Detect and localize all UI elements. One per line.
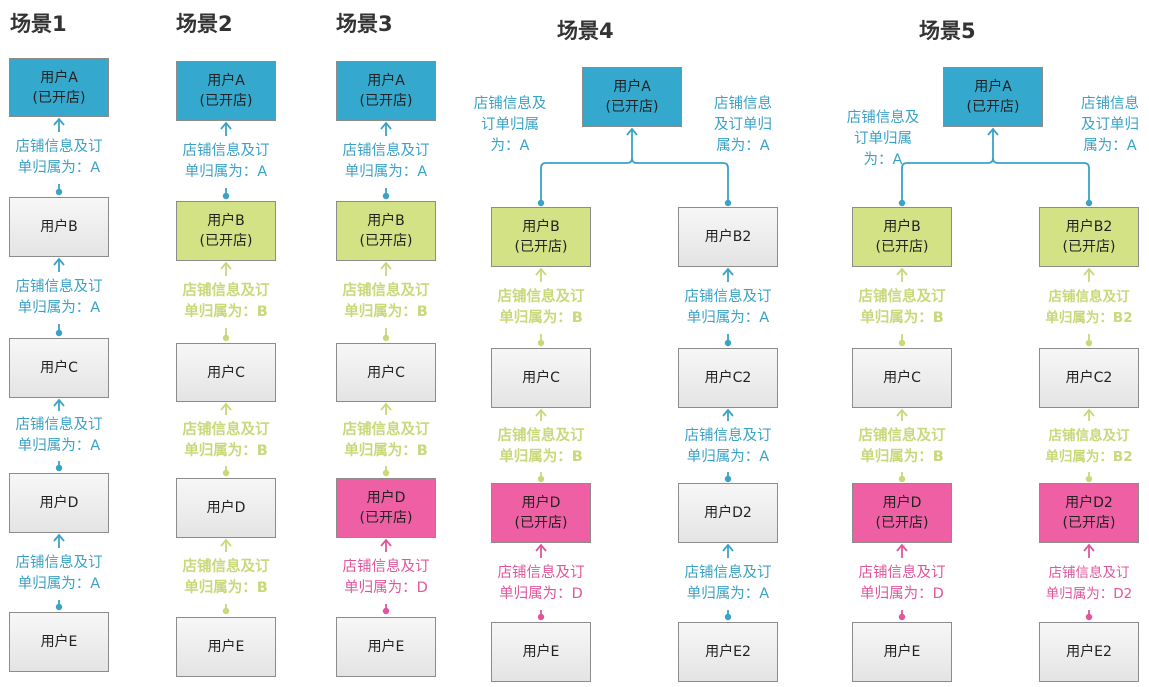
edge-label-s3-4: 店铺信息及订单归属为：D [342,559,430,596]
node-s3-user-c: 用户C [336,343,436,402]
node-s5-user-e: 用户E [852,622,952,682]
node-s5-user-c: 用户C [852,348,952,408]
edge-s4-left-4-dot [537,613,545,621]
node-s1-user-a: 用户A(已开店) [9,58,109,117]
edge-s2-1-dot [222,192,230,200]
node-s2-user-c: 用户C [176,343,276,402]
edge-label-s4-left-2: 店铺信息及订单归属为：B [497,289,585,326]
edge-s3-2-dot [382,334,390,342]
edge-label-s4-right-2: 店铺信息及订单归属为：A [684,289,772,326]
edge-label-s1-4: 店铺信息及订单归属为：A [15,555,103,592]
edge-s5-right-4-dot [1085,613,1093,621]
edge-s1-4-dot [55,603,63,611]
edge-s2-2-dot [222,334,230,342]
edge-s2-3-dot [222,469,230,477]
edge-label-s5-left-2: 店铺信息及订单归属为：B [858,289,946,326]
edge-s3-1-dot [382,192,390,200]
edge-label-s3-3: 店铺信息及订单归属为：B [342,422,430,459]
scene-4-title: 场景4 [557,19,614,43]
edge-label-s2-3: 店铺信息及订单归属为：B [182,422,270,459]
edge-label-s2-1: 店铺信息及订单归属为：A [182,143,270,180]
edge-label-s1-1: 店铺信息及订单归属为：A [15,139,103,176]
edge-s4-tree-left-dot [537,199,545,207]
node-s4-user-c: 用户C [491,348,591,408]
edge-s5-left-4-dot [898,613,906,621]
edge-s5-tree-left-dot [898,199,906,207]
node-s2-user-d: 用户D [176,478,276,538]
edge-s1-3-dot [55,464,63,472]
node-s5-user-c2: 用户C2 [1039,348,1139,408]
edge-label-s5-right-4: 店铺信息及订单归属为：D2 [1045,565,1133,602]
node-s4-user-a: 用户A(已开店) [582,67,682,127]
node-s5-user-b: 用户B(已开店) [852,207,952,267]
edge-s1-2-dot [55,329,63,337]
node-s3-user-e: 用户E [336,617,436,677]
edge-label-s1-2: 店铺信息及订单归属为：A [15,279,103,316]
scene-5-title: 场景5 [919,19,976,43]
node-s4-user-c2: 用户C2 [678,348,778,408]
node-s5-user-a: 用户A(已开店) [943,67,1043,127]
node-s2-user-a: 用户A(已开店) [176,61,276,121]
edge-label-s1-3: 店铺信息及订单归属为：A [15,417,103,454]
node-s2-user-b: 用户B(已开店) [176,201,276,261]
edge-label-s5-right-3: 店铺信息及订单归属为：B2 [1045,428,1133,465]
edge-s2-4-dot [222,607,230,615]
edge-s5-left-2-dot [898,339,906,347]
edge-s4-right-2-dot [724,339,732,347]
node-s4-user-d2: 用户D2 [678,483,778,543]
edge-s4-left-3-dot [537,475,545,483]
node-s5-user-d2: 用户D2(已开店) [1039,483,1139,543]
edge-s3-3-dot [382,469,390,477]
node-s3-user-a: 用户A(已开店) [336,61,436,121]
scene-2-title: 场景2 [176,12,233,36]
edge-s5-tree-right-branch [992,157,1090,203]
node-s4-user-b2: 用户B2 [678,207,778,267]
edge-s3-4-dot [382,607,390,615]
node-s5-user-b2: 用户B2(已开店) [1039,207,1139,267]
edge-label-s4-left-3: 店铺信息及订单归属为：B [497,428,585,465]
node-s5-user-e2: 用户E2 [1039,622,1139,682]
node-s3-user-d: 用户D(已开店) [336,478,436,538]
edge-s4-tree-right-dot [724,199,732,207]
edge-label-s5-top-right: 店铺信息及订单归属为：A [1081,96,1139,154]
scene-1-title: 场景1 [10,12,67,36]
edge-label-s2-4: 店铺信息及订单归属为：B [182,559,270,596]
edge-s5-tree-right-dot [1085,199,1093,207]
edge-s5-left-3-dot [898,475,906,483]
edge-s4-right-3-dot [724,475,732,483]
edge-label-s5-top-left: 店铺信息及订单归属为：A [846,110,920,168]
edge-label-s5-right-2: 店铺信息及订单归属为：B2 [1045,289,1133,326]
edge-label-s5-left-4: 店铺信息及订单归属为：D [858,565,946,602]
node-s1-user-e: 用户E [9,612,109,672]
scene-3-title: 场景3 [336,12,393,36]
edge-label-s4-right-3: 店铺信息及订单归属为：A [684,428,772,465]
edge-label-s3-2: 店铺信息及订单归属为：B [342,283,430,320]
edge-label-s5-left-3: 店铺信息及订单归属为：B [858,428,946,465]
node-s2-user-e: 用户E [176,617,276,677]
edge-s4-right-4-dot [724,613,732,621]
node-s4-user-e: 用户E [491,622,591,682]
edge-s1-1-dot [55,188,63,196]
edge-label-s4-left-4: 店铺信息及订单归属为：D [497,565,585,602]
edge-label-s4-right-4: 店铺信息及订单归属为：A [684,565,772,602]
node-s1-user-d: 用户D [9,473,109,533]
edge-s4-left-2-dot [537,339,545,347]
edge-label-s3-1: 店铺信息及订单归属为：A [342,143,430,180]
edge-label-s4-top-right: 店铺信息及订单归属为：A [714,96,772,154]
node-s1-user-c: 用户C [9,338,109,398]
edge-label-s2-2: 店铺信息及订单归属为：B [182,283,270,320]
node-s3-user-b: 用户B(已开店) [336,201,436,261]
edge-s5-right-3-dot [1085,475,1093,483]
node-s4-user-e2: 用户E2 [678,622,778,682]
edge-s4-tree-right-branch [631,157,729,203]
node-s5-user-d: 用户D(已开店) [852,483,952,543]
edge-label-s4-top-left: 店铺信息及订单归属为：A [473,96,547,154]
edge-s5-right-2-dot [1085,339,1093,347]
node-s4-user-d: 用户D(已开店) [491,483,591,543]
node-s4-user-b: 用户B(已开店) [491,207,591,267]
node-s1-user-b: 用户B [9,197,109,257]
